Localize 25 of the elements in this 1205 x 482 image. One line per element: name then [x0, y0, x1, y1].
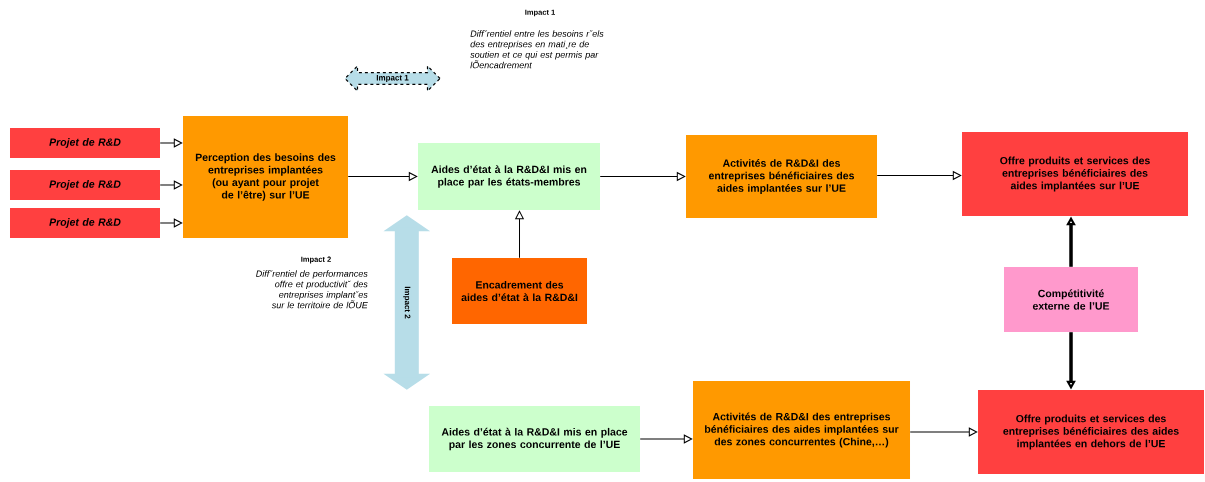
arrow [159, 180, 183, 190]
note: Diffˇrentiel de performances offre et productivitˇ des entreprises implantˇes sur le territoire de lÕUE [256, 270, 368, 309]
arrow [876, 171, 962, 180]
arrow [159, 218, 183, 228]
double-arrow [383, 215, 431, 390]
process-box: Perception des besoins des entreprises implantées (ou ayant pour projet de l’être) sur l’UE [183, 116, 348, 238]
arrow [159, 138, 183, 148]
arrow [599, 172, 686, 181]
process-box: Projet de R&D [10, 170, 160, 200]
process-box: Projet de R&D [10, 128, 160, 158]
note: Diffˇrentiel entre les besoins rˇels des entreprises en mati¸re de soutien et ce qui est permis par lÕencadrement [470, 30, 604, 69]
arrow [639, 434, 693, 444]
process-box: Activités de R&D&I des entreprises bénéficiaires des aides implantées sur des zones concurrentes (Chine,…) [693, 381, 910, 479]
process-box: Compétitivité externe de l’UE [1004, 267, 1138, 332]
process-box: Projet de R&D [10, 208, 160, 238]
process-box: Aides d’état à la R&D&I mis en place par les zones concurrente de l’UE [429, 406, 640, 472]
process-box: Aides d’état à la R&D&I mis en place par les états-membres [418, 143, 600, 210]
arrow [909, 427, 978, 437]
process-box: Offre produits et services des entreprises bénéficiaires des aides implantées sur l’UE [962, 132, 1188, 216]
process-box: Encadrement des aides d’état à la R&D&I [452, 258, 587, 324]
edge-label: Impact 2 [402, 285, 412, 320]
process-box: Offre produits et services des entreprises bénéficiaires des aides implantées en dehors de l’UE [978, 390, 1204, 474]
arrow [515, 210, 524, 259]
process-box: Activités de R&D&I des entreprises bénéficiaires des aides implantées sur l’UE [686, 135, 877, 218]
arrow [347, 172, 418, 181]
